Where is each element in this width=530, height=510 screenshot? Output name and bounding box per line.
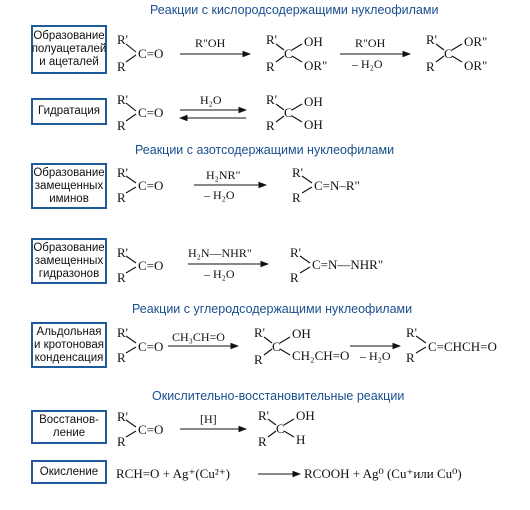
atom-c: C <box>284 105 293 120</box>
water-loss-imine: – H₂O <box>204 188 235 202</box>
atom-r: R <box>117 434 126 449</box>
atom-c: C <box>444 46 453 61</box>
atom-r-prime: R' <box>117 165 129 180</box>
atom-r: R <box>254 352 263 367</box>
atom-r: R <box>266 118 275 133</box>
box-reduction: Восстанов-ление <box>31 410 107 444</box>
aldol-chain: CH₂CH=O <box>292 348 350 363</box>
atom-r: R <box>258 434 267 449</box>
section-oxygen-nucleophiles: Реакции с кислородсодержащими нуклеофила… <box>150 3 439 17</box>
atom-r-prime: R' <box>254 325 266 340</box>
section-nitrogen-nucleophiles: Реакции с азотсодержащими нуклеофилами <box>135 143 395 157</box>
oxidation-products: RCOOH + Ag⁰ (Cu⁺или Cu⁰) <box>304 466 462 481</box>
atom-r-prime: R' <box>117 92 129 107</box>
atom-r: R <box>406 350 415 365</box>
reagent-hydrogen: [H] <box>200 412 217 426</box>
atom-r: R <box>117 59 126 74</box>
atom-r-prime: R' <box>292 165 304 180</box>
section-redox-reactions: Окислительно-восстановительные реакции <box>152 389 405 403</box>
group-oh: OH <box>304 94 323 109</box>
group-or: OR" <box>464 34 488 49</box>
reagent-acetaldehyde: CH₃CH=O <box>172 330 225 344</box>
reagent-amine: H₂NR" <box>206 168 241 182</box>
atom-c: C <box>284 46 293 61</box>
group-oh: OH <box>296 408 315 423</box>
atom-c: C <box>276 421 285 436</box>
atom-r-prime: R' <box>117 325 129 340</box>
water-loss-aldol: – H₂O <box>360 349 391 363</box>
reagent-hydrazine: H₂N—NHR" <box>188 246 252 260</box>
atom-r: R <box>266 59 275 74</box>
atom-c: C <box>272 339 281 354</box>
water-loss-1: – H₂O <box>352 57 383 71</box>
water-loss-hydrazone: – H₂O <box>204 267 235 281</box>
group-oh: OH <box>304 34 323 49</box>
hydrazone-product: C=N—NHR" <box>312 257 384 272</box>
atom-r-prime: R' <box>258 408 270 423</box>
oxidation-reactants: RCH=O + Ag⁺(Cu²⁺) <box>116 466 230 481</box>
reagent-alcohol-1: R"OH <box>195 36 226 50</box>
section-carbon-nucleophiles: Реакции с углеродсодержащими нуклеофилам… <box>132 302 413 316</box>
carbonyl: C=O <box>138 105 164 120</box>
imine-product: C=N–R" <box>314 178 360 193</box>
atom-r: R <box>292 190 301 205</box>
atom-r-prime: R' <box>117 245 129 260</box>
carbonyl: C=O <box>138 178 164 193</box>
box-oxidation: Окисление <box>31 460 107 484</box>
atom-r-prime: R' <box>406 325 418 340</box>
atom-r-prime: R' <box>266 32 278 47</box>
box-hydration: Гидратация <box>31 98 107 125</box>
crotonic-product: C=CHCH=O <box>428 339 497 354</box>
atom-r: R <box>117 190 126 205</box>
atom-h: H <box>296 432 306 447</box>
atom-r: R <box>426 59 435 74</box>
atom-r: R <box>117 118 126 133</box>
atom-r: R <box>117 270 126 285</box>
carbonyl: C=O <box>138 258 164 273</box>
group-or: OR" <box>464 58 488 73</box>
atom-r-prime: R' <box>117 32 129 47</box>
atom-r-prime: R' <box>290 245 302 260</box>
atom-r-prime: R' <box>266 92 278 107</box>
atom-r-prime: R' <box>117 409 129 424</box>
reagent-water: H₂O <box>200 93 222 107</box>
reagent-alcohol-2: R"OH <box>355 36 386 50</box>
carbonyl: C=O <box>138 46 164 61</box>
group-oh: OH <box>304 117 323 132</box>
group-oh: OH <box>292 326 311 341</box>
group-or: OR" <box>304 58 328 73</box>
atom-r: R <box>117 350 126 365</box>
carbonyl: C=O <box>138 422 164 437</box>
atom-r-prime: R' <box>426 32 438 47</box>
carbonyl: C=O <box>138 339 164 354</box>
atom-r: R <box>290 270 299 285</box>
